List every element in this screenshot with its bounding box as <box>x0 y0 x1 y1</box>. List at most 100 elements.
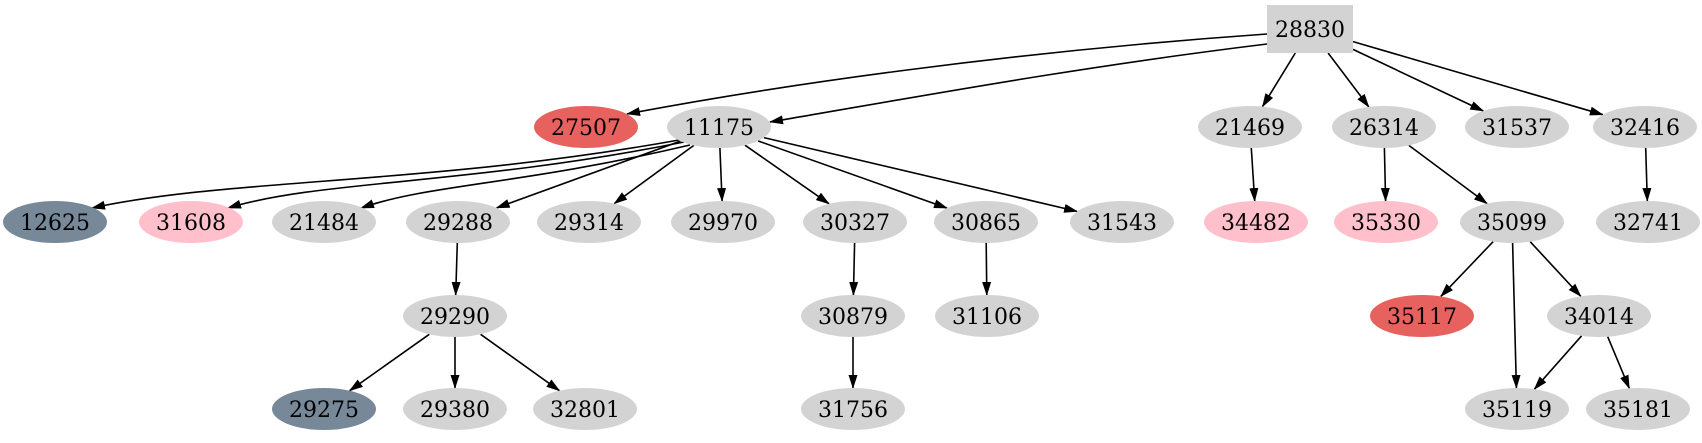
node-ellipse-shape <box>533 388 637 430</box>
graph-node-31537: 31537 <box>1465 106 1569 148</box>
node-ellipse-shape <box>934 201 1038 243</box>
graph-node-35119: 35119 <box>1465 388 1569 430</box>
node-label: 21484 <box>289 211 359 236</box>
node-ellipse-shape <box>1332 106 1436 148</box>
graph-node-31106: 31106 <box>935 295 1039 337</box>
edge-35099-to-34014 <box>1529 241 1582 298</box>
graph-node-28830: 28830 <box>1267 5 1353 53</box>
edge-28830-to-32416 <box>1352 40 1604 116</box>
graph-node-29970: 29970 <box>671 201 775 243</box>
edge-11175-to-29288 <box>495 140 681 209</box>
node-ellipse-shape <box>537 201 641 243</box>
node-label: 32741 <box>1613 211 1683 236</box>
node-ellipse-shape <box>272 388 376 430</box>
edge-21469-to-34482 <box>1249 147 1259 202</box>
node-label: 11175 <box>684 116 754 141</box>
node-label: 21469 <box>1215 116 1285 141</box>
node-label: 29275 <box>289 398 359 423</box>
edge-35099-to-35117 <box>1440 241 1494 298</box>
edge-30327-to-30879 <box>849 242 859 296</box>
edge-35099-to-35119 <box>1511 242 1521 389</box>
node-label: 32416 <box>1610 116 1680 141</box>
graph-node-21484: 21484 <box>272 201 376 243</box>
node-label: 35119 <box>1482 398 1552 423</box>
node-label: 29314 <box>554 211 624 236</box>
node-label: 29970 <box>688 211 758 236</box>
node-label: 29288 <box>423 211 493 236</box>
edges-layer <box>91 33 1652 392</box>
edge-34014-to-35181 <box>1606 336 1631 390</box>
graph-node-21469: 21469 <box>1198 106 1302 148</box>
node-label: 29380 <box>420 398 490 423</box>
edge-29290-to-32801 <box>480 333 561 392</box>
node-ellipse-shape <box>667 106 771 148</box>
node-label: 27507 <box>551 116 621 141</box>
node-ellipse-shape <box>801 295 905 337</box>
graph-node-31756: 31756 <box>801 388 905 430</box>
node-label: 34482 <box>1221 211 1291 236</box>
graph-node-30865: 30865 <box>934 201 1038 243</box>
edge-29290-to-29275 <box>348 333 430 392</box>
node-ellipse-shape <box>671 201 775 243</box>
graph-node-30879: 30879 <box>801 295 905 337</box>
node-ellipse-shape <box>1465 106 1569 148</box>
node-ellipse-shape <box>3 201 107 243</box>
edge-11175-to-12625 <box>91 139 680 210</box>
node-ellipse-shape <box>406 201 510 243</box>
node-label: 31543 <box>1087 211 1157 236</box>
node-label: 28830 <box>1275 18 1345 43</box>
node-ellipse-shape <box>272 201 376 243</box>
edge-28830-to-31537 <box>1352 48 1485 112</box>
node-ellipse-shape <box>403 388 507 430</box>
node-label: 26314 <box>1349 116 1419 141</box>
node-label: 31756 <box>818 398 888 423</box>
graph-node-35117: 35117 <box>1370 295 1474 337</box>
graph-node-35330: 35330 <box>1334 201 1438 243</box>
node-label: 32801 <box>550 398 620 423</box>
node-ellipse-shape <box>1204 201 1308 243</box>
edge-28830-to-27507 <box>626 33 1268 117</box>
edge-11175-to-31543 <box>763 136 1079 213</box>
node-ellipse-shape <box>534 106 638 148</box>
graph-node-29290: 29290 <box>403 295 507 337</box>
node-ellipse-shape <box>1460 201 1564 243</box>
node-label: 35117 <box>1387 305 1457 330</box>
edge-26314-to-35099 <box>1408 144 1488 205</box>
graph-node-34014: 34014 <box>1547 295 1651 337</box>
node-label: 35330 <box>1351 211 1421 236</box>
graph-node-32801: 32801 <box>533 388 637 430</box>
graph-node-35181: 35181 <box>1586 388 1690 430</box>
graph-node-29380: 29380 <box>403 388 507 430</box>
nodes-layer: 28830 27507 11175 21469 26314 31537 32416 12625… <box>3 5 1700 430</box>
edge-11175-to-29314 <box>613 144 695 205</box>
node-label: 30879 <box>818 305 888 330</box>
node-label: 31106 <box>952 305 1022 330</box>
node-ellipse-shape <box>803 201 907 243</box>
edge-28830-to-11175 <box>769 43 1268 125</box>
node-label: 31537 <box>1482 116 1552 141</box>
edge-28830-to-26314 <box>1327 52 1370 108</box>
graph-node-32416: 32416 <box>1593 106 1697 148</box>
graph-node-31543: 31543 <box>1070 201 1174 243</box>
node-label: 35099 <box>1477 211 1547 236</box>
graph-node-29314: 29314 <box>537 201 641 243</box>
node-label: 34014 <box>1564 305 1634 330</box>
node-ellipse-shape <box>1370 295 1474 337</box>
edge-29288-to-29290 <box>451 242 461 296</box>
edge-28830-to-21469 <box>1261 52 1296 108</box>
node-label: 29290 <box>420 305 490 330</box>
node-label: 30327 <box>820 211 890 236</box>
edge-32416-to-32741 <box>1642 147 1652 202</box>
graph-node-30327: 30327 <box>803 201 907 243</box>
graph-node-26314: 26314 <box>1332 106 1436 148</box>
graph-node-29288: 29288 <box>406 201 510 243</box>
graph-node-34482: 34482 <box>1204 201 1308 243</box>
graph-node-12625: 12625 <box>3 201 107 243</box>
edge-11175-to-29970 <box>717 147 727 202</box>
graph-node-27507: 27507 <box>534 106 638 148</box>
edge-34014-to-35119 <box>1533 335 1583 390</box>
node-label: 12625 <box>20 211 90 236</box>
edge-11175-to-30865 <box>757 140 948 209</box>
